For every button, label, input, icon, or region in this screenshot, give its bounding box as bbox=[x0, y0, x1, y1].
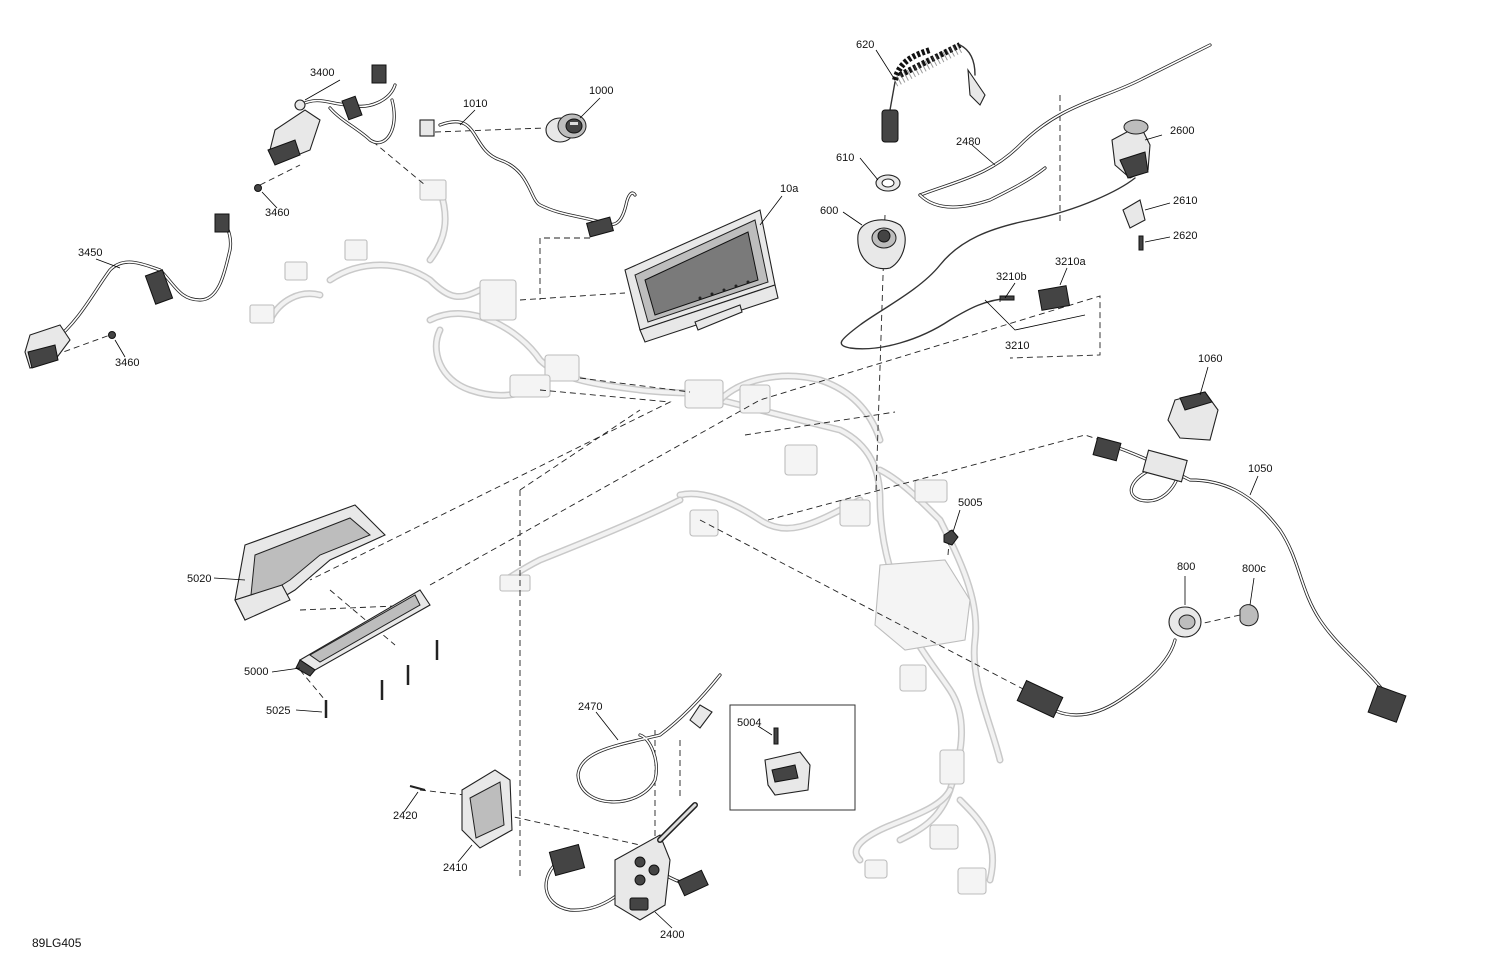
callout-1060: 1060 bbox=[1198, 353, 1222, 365]
callout-5000: 5000 bbox=[244, 666, 268, 678]
callout-3210a: 3210a bbox=[1055, 256, 1086, 268]
nut-ring-icon bbox=[875, 174, 901, 192]
callout-800c: 800c bbox=[1242, 563, 1266, 575]
ecm-cover-icon bbox=[234, 504, 386, 621]
harness-connector-icon bbox=[419, 179, 447, 201]
screw-icon bbox=[108, 184, 262, 339]
callout-2410: 2410 bbox=[443, 862, 467, 874]
callout-10a: 10a bbox=[780, 183, 799, 195]
figure-code: 89LG405 bbox=[32, 936, 82, 950]
callout-3210b: 3210b bbox=[996, 271, 1027, 283]
callout-labels: 620 610 600 2480 2600 2610 2620 3210a 32… bbox=[78, 39, 1272, 941]
harness-connector-icon bbox=[684, 379, 724, 409]
harness-connector-icon bbox=[689, 509, 719, 537]
cable-3210 bbox=[840, 177, 1136, 350]
ignition-switch-icon bbox=[545, 113, 587, 143]
power-harness-1050 bbox=[1092, 436, 1407, 723]
harness-connector-icon bbox=[939, 749, 965, 785]
tether-switch-icon bbox=[857, 219, 906, 270]
harness-connector-icon bbox=[914, 479, 948, 503]
harness-connector-icon bbox=[899, 664, 927, 692]
switch-housing-icon bbox=[409, 769, 513, 849]
harness-connector-icon bbox=[957, 867, 987, 895]
sensor-harness-3450 bbox=[24, 213, 233, 369]
callout-5020: 5020 bbox=[187, 573, 211, 585]
main-wiring-harness bbox=[249, 179, 1004, 895]
callout-5004: 5004 bbox=[737, 717, 761, 729]
callout-2480: 2480 bbox=[956, 136, 980, 148]
harness-connector-icon bbox=[864, 859, 888, 879]
callout-2610: 2610 bbox=[1173, 195, 1197, 207]
callout-1010: 1010 bbox=[463, 98, 487, 110]
callout-2620: 2620 bbox=[1173, 230, 1197, 242]
harness-connector-icon bbox=[739, 384, 771, 414]
callout-3210: 3210 bbox=[1005, 340, 1029, 352]
ignition-wire-harness bbox=[419, 119, 637, 238]
callout-5025: 5025 bbox=[266, 705, 290, 717]
harness-connector-icon bbox=[499, 574, 531, 592]
harness-connector-icon bbox=[344, 239, 368, 261]
callout-5005: 5005 bbox=[958, 497, 982, 509]
harness-connector-icon bbox=[544, 354, 580, 382]
harness-connector-icon bbox=[479, 279, 517, 321]
power-outlet-icon bbox=[1016, 604, 1259, 719]
assembly-guide-lines bbox=[54, 95, 1241, 880]
harness-connector-icon bbox=[249, 304, 275, 324]
lanyard-tether-icon bbox=[881, 42, 986, 143]
electronic-module-icon bbox=[295, 589, 439, 718]
harness-connector-icon bbox=[784, 444, 818, 476]
harness-connector-icon bbox=[839, 499, 871, 527]
relay-icon bbox=[764, 727, 811, 796]
harness-connector-icon bbox=[284, 261, 308, 281]
selector-switch-icon bbox=[1111, 119, 1151, 251]
callout-2470: 2470 bbox=[578, 701, 602, 713]
callout-leaders bbox=[95, 49, 1259, 929]
callout-800: 800 bbox=[1177, 561, 1195, 573]
nut-icon bbox=[943, 529, 959, 546]
callout-2600: 2600 bbox=[1170, 125, 1194, 137]
instrument-cluster-icon bbox=[624, 209, 779, 343]
relay-detail-box bbox=[729, 704, 856, 811]
callout-2420: 2420 bbox=[393, 810, 417, 822]
harness-connector-icon bbox=[929, 824, 959, 850]
callout-600: 600 bbox=[820, 205, 838, 217]
callout-3460-bottom: 3460 bbox=[115, 357, 139, 369]
callout-610: 610 bbox=[836, 152, 854, 164]
electronic-module-icon bbox=[1167, 391, 1219, 441]
callout-620: 620 bbox=[856, 39, 874, 51]
harness-junction-block bbox=[874, 559, 971, 651]
callout-2400: 2400 bbox=[660, 929, 684, 941]
harness-connector-icon bbox=[509, 374, 551, 398]
antenna-cable-2470 bbox=[576, 673, 722, 804]
sensor-harness-3400 bbox=[267, 64, 397, 166]
callout-3450: 3450 bbox=[78, 247, 102, 259]
callout-3460-top: 3460 bbox=[265, 207, 289, 219]
callout-1050: 1050 bbox=[1248, 463, 1272, 475]
cable-2480 bbox=[918, 43, 1212, 209]
callout-3400: 3400 bbox=[310, 67, 334, 79]
callout-1000: 1000 bbox=[589, 85, 613, 97]
handlebar-switch-icon bbox=[544, 802, 709, 921]
